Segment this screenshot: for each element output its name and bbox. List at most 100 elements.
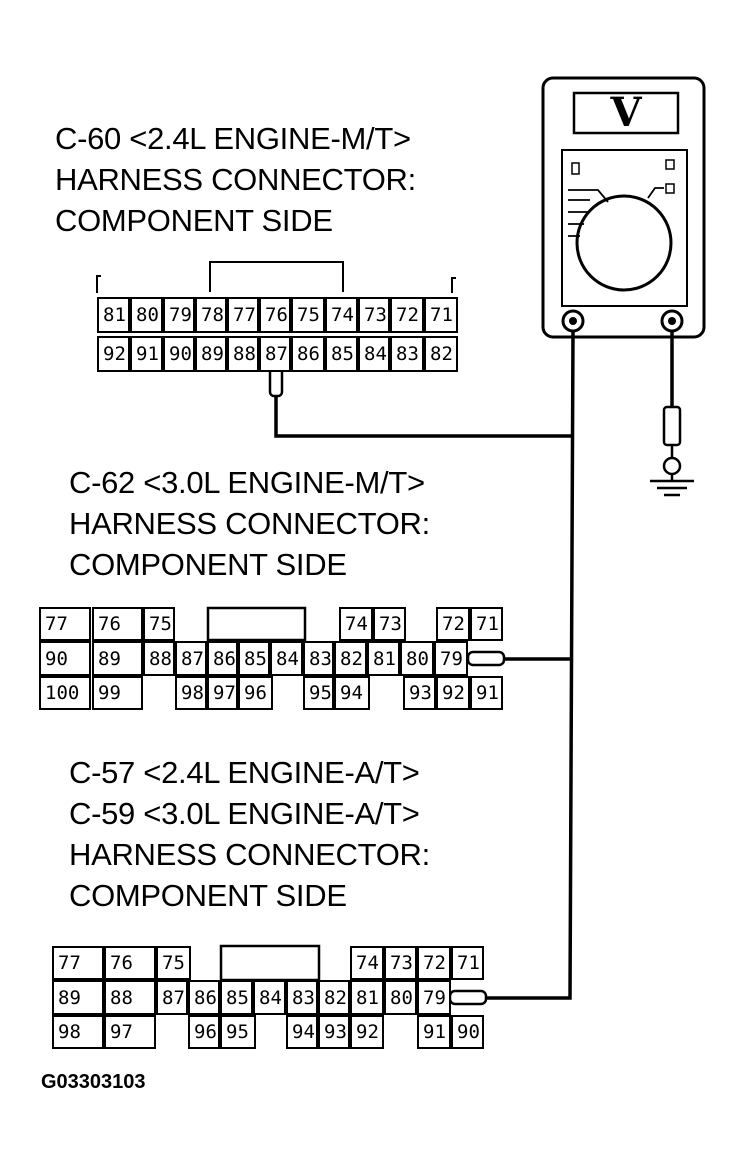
title-line: HARNESS CONNECTOR: — [69, 506, 430, 541]
ground-clip-icon — [662, 456, 682, 476]
c60-title: C-60 <2.4L ENGINE-M/T> HARNESS CONNECTOR… — [55, 118, 416, 241]
pin-cell: 79 — [434, 641, 468, 676]
pin-cell: 93 — [403, 676, 436, 710]
pin-cell: 96 — [188, 1015, 220, 1049]
pin-cell: 80 — [400, 641, 434, 676]
pin-cell: 75 — [143, 607, 175, 641]
pin-cell: 71 — [451, 946, 484, 980]
pin-cell: 73 — [384, 946, 417, 980]
pin-cell: 91 — [130, 336, 163, 372]
ground-probe-icon — [662, 405, 682, 447]
pin-cell: 89 — [195, 336, 227, 372]
pin-cell: 92 — [350, 1015, 384, 1049]
pin-cell: 88 — [227, 336, 259, 372]
title-line: C-62 <3.0L ENGINE-M/T> — [69, 465, 425, 500]
pin-cell: 97 — [207, 676, 238, 710]
pin-cell: 73 — [358, 297, 390, 333]
title-line: C-57 <2.4L ENGINE-A/T> — [69, 755, 420, 790]
pin-cell: 98 — [52, 1015, 104, 1049]
pin-cell: 90 — [451, 1015, 484, 1049]
pin-cell: 84 — [358, 336, 390, 372]
title-line: COMPONENT SIDE — [69, 547, 347, 582]
pin-cell: 93 — [318, 1015, 350, 1049]
ground-symbol-icon — [650, 474, 694, 497]
pin-cell: 76 — [259, 297, 291, 333]
title-line: C-60 <2.4L ENGINE-M/T> — [55, 121, 411, 156]
pin-cell: 75 — [291, 297, 325, 333]
pin-cell: 74 — [325, 297, 358, 333]
voltmeter-display-value: V — [609, 89, 642, 136]
pin-cell: 86 — [188, 980, 220, 1015]
pin-cell: 83 — [286, 980, 318, 1015]
c62-lock-icon — [206, 606, 307, 642]
pin-cell: 77 — [52, 946, 104, 980]
pin-cell: 90 — [39, 641, 91, 676]
pin-cell: 86 — [207, 641, 238, 676]
pin-cell: 89 — [52, 980, 104, 1015]
pin-cell: 79 — [417, 980, 451, 1015]
c60-lock-icon — [209, 261, 344, 292]
pin-cell: 74 — [339, 607, 373, 641]
pin-cell: 95 — [220, 1015, 256, 1049]
pin-cell: 88 — [143, 641, 175, 676]
pin-cell: 82 — [318, 980, 350, 1015]
range-marker-icon — [665, 183, 675, 194]
pin-cell: 85 — [325, 336, 358, 372]
title-line: HARNESS CONNECTOR: — [69, 837, 430, 872]
pin-cell: 80 — [384, 980, 417, 1015]
pin-cell: 82 — [334, 641, 367, 676]
pin-cell: 73 — [373, 607, 406, 641]
probe-tip-icon — [448, 989, 488, 1006]
voltmeter: V — [541, 76, 706, 339]
pin-cell: 74 — [350, 946, 384, 980]
pin-cell: 83 — [303, 641, 334, 676]
c60-guide-icon — [96, 275, 456, 293]
pin-cell: 79 — [163, 297, 195, 333]
title-line: HARNESS CONNECTOR: — [55, 162, 416, 197]
title-line: COMPONENT SIDE — [69, 878, 347, 913]
pin-cell: 92 — [97, 336, 130, 372]
pin-cell: 94 — [334, 676, 370, 710]
selector-dial-icon — [575, 194, 673, 292]
pin-cell: 94 — [286, 1015, 318, 1049]
pin-cell: 71 — [424, 297, 458, 333]
pin-cell: 85 — [238, 641, 270, 676]
pin-cell: 77 — [39, 607, 91, 641]
c57-c59-title: C-57 <2.4L ENGINE-A/T> C-59 <3.0L ENGINE… — [69, 752, 430, 916]
pin-cell: 91 — [417, 1015, 451, 1049]
pin-cell: 99 — [92, 676, 143, 710]
pin-cell: 87 — [156, 980, 188, 1015]
range-marker-icon — [571, 162, 580, 175]
pin-cell: 87 — [259, 336, 291, 372]
pin-cell: 72 — [390, 297, 424, 333]
pin-cell: 82 — [424, 336, 458, 372]
pin-cell: 72 — [417, 946, 451, 980]
pin-cell: 71 — [470, 607, 503, 641]
pin-cell: 96 — [238, 676, 273, 710]
positive-lead — [486, 330, 575, 1000]
c62-title: C-62 <3.0L ENGINE-M/T> HARNESS CONNECTOR… — [69, 462, 430, 585]
pin-cell: 81 — [350, 980, 384, 1015]
range-scale-icon — [568, 187, 664, 237]
pin-cell: 86 — [291, 336, 325, 372]
pin-cell: 90 — [163, 336, 195, 372]
probe-tip-icon — [466, 650, 506, 667]
title-line: C-59 <3.0L ENGINE-A/T> — [69, 796, 420, 831]
pin-cell: 91 — [470, 676, 503, 710]
pin-cell: 95 — [303, 676, 334, 710]
pin-cell: 87 — [175, 641, 207, 676]
pin-cell: 97 — [104, 1015, 156, 1049]
range-marker-icon — [665, 159, 675, 170]
pin-cell: 89 — [92, 641, 143, 676]
pin-cell: 78 — [195, 297, 227, 333]
pin-cell: 77 — [227, 297, 259, 333]
pin-cell: 80 — [130, 297, 163, 333]
lead-branch-c60 — [274, 382, 572, 438]
pin-cell: 76 — [92, 607, 143, 641]
pin-cell: 81 — [367, 641, 400, 676]
title-line: COMPONENT SIDE — [55, 203, 333, 238]
pin-cell: 84 — [270, 641, 303, 676]
figure-code: G03303103 — [41, 1071, 146, 1093]
